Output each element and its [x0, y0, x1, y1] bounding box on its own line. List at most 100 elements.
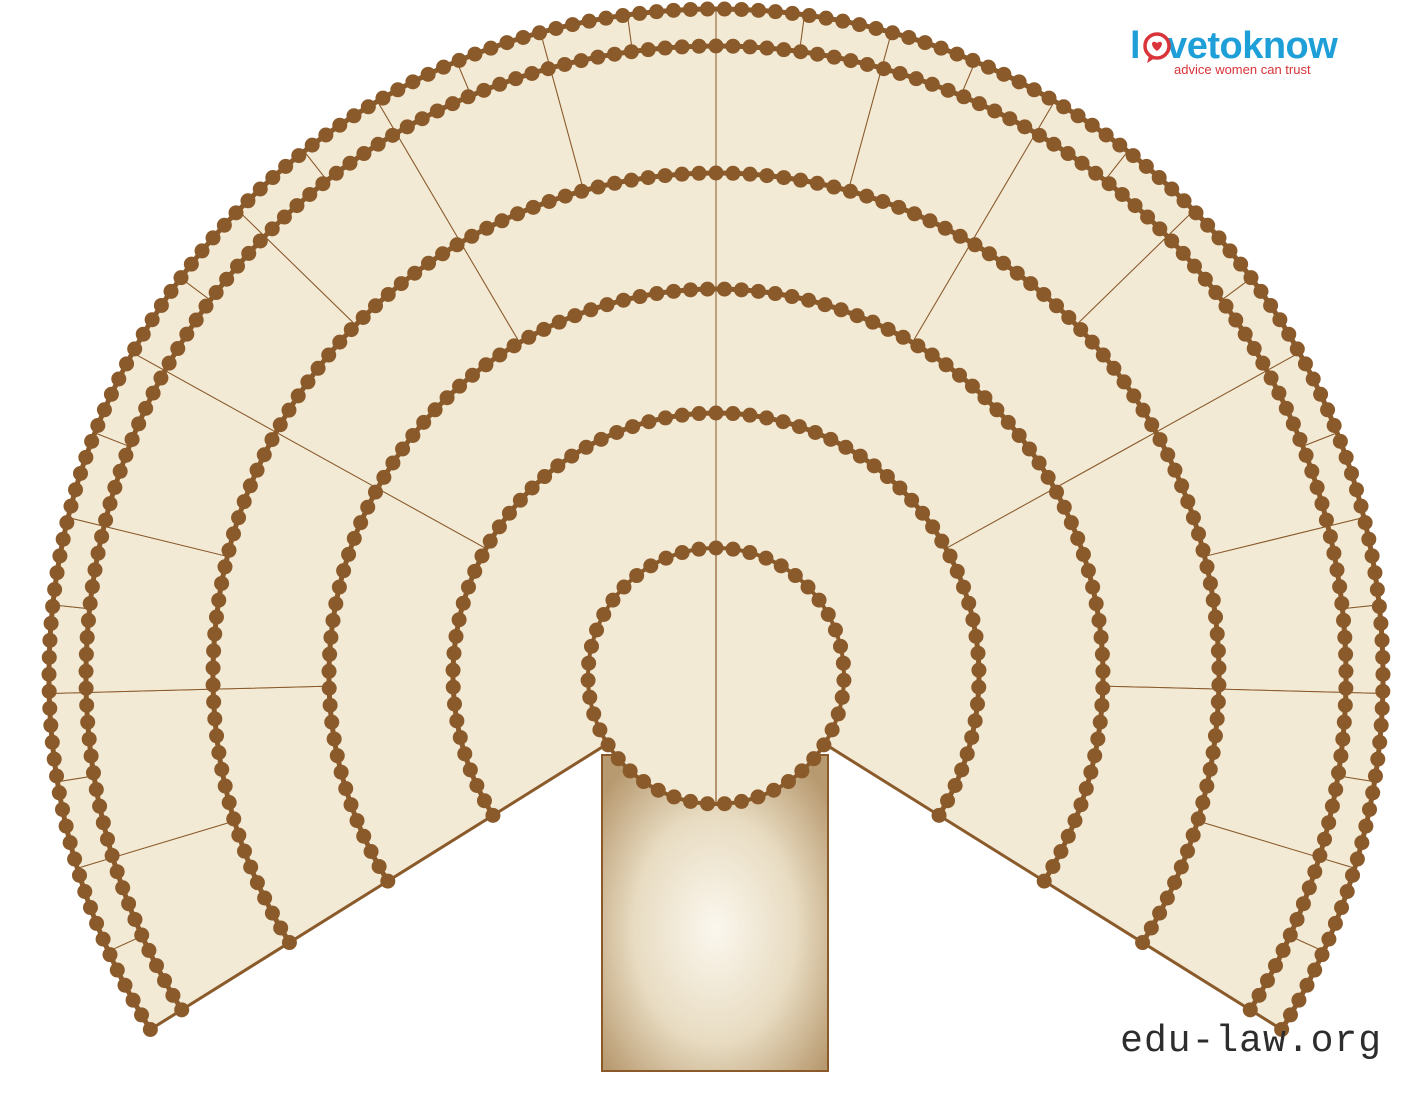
scallop-bead — [125, 992, 141, 1008]
scallop-bead — [214, 575, 230, 591]
scallop-bead — [79, 697, 95, 713]
scallop-bead — [1211, 677, 1227, 693]
scallop-bead — [524, 65, 540, 81]
scallop-bead — [773, 558, 789, 574]
scallop-bead — [1218, 298, 1234, 314]
scallop-bead — [188, 312, 204, 328]
scallop-bead — [956, 89, 972, 105]
scallop-bead — [492, 347, 508, 363]
scallop-bead — [452, 378, 468, 394]
scallop-bead — [82, 596, 98, 612]
scallop-bead — [666, 2, 682, 18]
scallop-bead — [206, 643, 222, 659]
scallop-bead — [41, 666, 57, 682]
scallop-bead — [580, 672, 596, 688]
scallop-bead — [1088, 165, 1104, 181]
scallop-bead — [691, 165, 707, 181]
scallop-bead — [1060, 828, 1076, 844]
logo-tagline: advice women can trust — [1174, 62, 1311, 77]
scallop-bead — [557, 188, 573, 204]
scallop-bead — [851, 17, 867, 33]
scallop-bead — [322, 646, 338, 662]
scallop-bead — [1282, 927, 1298, 943]
ring-2-outer-border — [326, 286, 1106, 883]
scallop-bead — [859, 56, 875, 72]
scallop-bead — [353, 515, 369, 531]
scallop-bead — [465, 367, 481, 383]
scallop-bead — [476, 793, 492, 809]
scallop-bead — [540, 61, 556, 77]
scallop-bead — [650, 782, 666, 798]
scallop-bead — [895, 329, 911, 345]
scallop-bead — [640, 170, 656, 186]
scallop-bead — [1084, 117, 1100, 133]
scallop-bead — [691, 406, 707, 422]
scallop-bead — [1056, 499, 1072, 515]
scallop-bead — [1126, 388, 1142, 404]
scallop-bead — [449, 713, 465, 729]
scallop-bead — [1144, 417, 1160, 433]
scallop-bead — [625, 419, 641, 435]
scallop-bead — [467, 46, 483, 62]
scallop-bead — [1199, 559, 1215, 575]
scallop-bead — [264, 221, 280, 237]
scallop-bead — [1210, 643, 1226, 659]
scallop-bead — [811, 592, 827, 608]
scallop-bead — [1152, 905, 1168, 921]
scallop-bead — [103, 386, 119, 402]
scallop-bead — [590, 49, 606, 65]
scallop-bead — [499, 35, 515, 51]
scallop-bead — [843, 53, 859, 69]
scallop-bead — [807, 424, 823, 440]
scallop-bead — [1344, 465, 1360, 481]
scallop-bead — [457, 746, 473, 762]
scallop-bead — [208, 609, 224, 625]
scallop-bead — [582, 689, 598, 705]
scallop-bead — [965, 612, 981, 628]
scallop-bead — [884, 25, 900, 41]
scallop-bead — [1328, 782, 1344, 798]
scallop-bead — [1114, 186, 1130, 202]
scallop-bead — [321, 347, 337, 363]
scallop-bead — [636, 774, 652, 790]
scallop-bead — [564, 448, 580, 464]
scallop-bead — [1112, 137, 1128, 153]
scallop-bead — [1345, 867, 1361, 883]
scallop-bead — [79, 629, 95, 645]
scallop-bead — [385, 127, 401, 143]
scallop-bead — [742, 407, 758, 423]
scallop-bead — [793, 44, 809, 60]
scallop-bead — [942, 548, 958, 564]
scallop-bead — [551, 314, 567, 330]
scallop-bead — [980, 59, 996, 75]
scallop-bead — [1336, 612, 1352, 628]
scallop-bead — [977, 390, 993, 406]
scallop-bead — [318, 127, 334, 143]
scallop-bead — [109, 962, 125, 978]
scallop-bead — [445, 679, 461, 695]
scallop-bead — [891, 199, 907, 215]
scallop-bead — [1205, 592, 1221, 608]
scallop-bead — [1375, 666, 1391, 682]
scallop-bead — [956, 579, 972, 595]
scallop-bead — [323, 629, 339, 645]
scallop-bead — [1209, 626, 1225, 642]
trunk-box[interactable] — [601, 754, 829, 1072]
scallop-bead — [632, 5, 648, 21]
scallop-bead — [952, 228, 968, 244]
scallop-bead — [506, 338, 522, 354]
scallop-bead — [1357, 515, 1373, 531]
scallop-bead — [1365, 785, 1381, 801]
scallop-bead — [1307, 962, 1323, 978]
scallop-bead — [207, 711, 223, 727]
scallop-bead — [820, 606, 836, 622]
scallop-bead — [775, 414, 791, 430]
scallop-bead — [1295, 896, 1311, 912]
scallop-bead — [1175, 245, 1191, 261]
scallop-bead — [649, 286, 665, 302]
scallop-bead — [1272, 312, 1288, 328]
scallop-bead — [615, 292, 631, 308]
scallop-bead — [1228, 312, 1244, 328]
scallop-bead — [733, 282, 749, 298]
